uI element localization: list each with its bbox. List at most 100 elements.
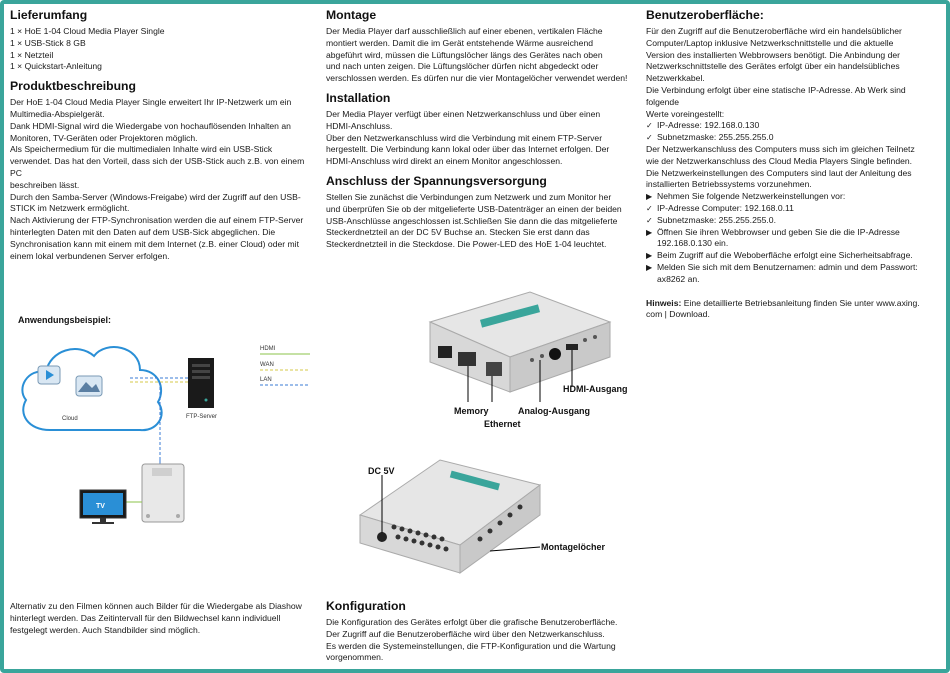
list-item: 1 × Netzteil (10, 49, 54, 60)
text-line: montiert werden. Damit die im Gerät ents… (326, 37, 594, 48)
list-item: ▶Öffnen Sie ihren Webbrowser und geben S… (646, 226, 900, 237)
steps-list: ▶Nehmen Sie folgende Netzwerkeinstellung… (646, 191, 936, 285)
section-produktbeschreibung: Produktbeschreibung Der HoE 1-04 Cloud M… (10, 79, 315, 262)
list-item: ▶Nehmen Sie folgende Netzwerkeinstellung… (646, 191, 846, 202)
text-line: Werte voreingestellt: (646, 108, 725, 119)
heading-konfiguration: Konfiguration (326, 599, 406, 613)
text-line: Die Netzwerkeinstellungen des Computers … (646, 167, 912, 178)
list-item: ✓Subnetzmaske: 255.255.255.0. (646, 214, 776, 225)
text-line: vorgenommen. (326, 652, 384, 663)
text-line: installierten Betriebssystems vorzunehme… (646, 179, 812, 190)
text-line: und nach unten zeigen. Die Lüftungslöche… (326, 61, 599, 72)
hint-body: Eine detaillierte Betriebsanleitung find… (681, 297, 920, 308)
text-line: Die Konfiguration des Gerätes erfolgt üb… (326, 617, 618, 627)
label-dc-5v: DC 5V (368, 466, 395, 476)
text-line: Alternativ zu den Filmen können auch Bil… (10, 601, 302, 611)
check-icon: ✓ (646, 133, 653, 143)
column-middle: Montage Der Media Player darf ausschließ… (326, 8, 636, 257)
text-line: hergestellt. Die Verbindung kann lokal o… (326, 144, 610, 155)
text-line: Nach Aktivierung der FTP-Synchronisation… (10, 215, 304, 226)
cloud-label: Cloud (62, 416, 78, 422)
text-line: Monitoren, TV-Geräten oder Projektoren m… (10, 132, 198, 143)
list-item: ✓Subnetzmaske: 255.255.255.0 (646, 132, 774, 143)
text-line: verwendet. Das hat den Vorteil, dass sic… (10, 156, 305, 178)
column-left: Lieferumfang 1 × HoE 1-04 Cloud Media Pl… (10, 8, 315, 268)
device-front-image (428, 291, 612, 402)
anwendung-diagram: Cloud FTP-Server HDMI WAN LAN TV (21, 346, 310, 524)
text-line: beschreiben lässt. (10, 179, 80, 190)
cloud-icon (21, 346, 163, 432)
text-line: USB-Anschlüsse angeschlossen ist.Schließ… (326, 215, 618, 226)
triangle-right-icon: ▶ (646, 192, 653, 202)
hint-label: Hinweis: (646, 297, 682, 308)
text-line: Der Media Player verfügt über einen Netz… (326, 108, 601, 119)
hint-text: Hinweis: Eine detaillierte Betriebsanlei… (646, 298, 936, 310)
section-montage: Montage Der Media Player darf ausschließ… (326, 8, 636, 85)
text-line: Computer/Laptop inklusive Netzwerkschnit… (646, 37, 894, 48)
text-line: HDMI-Anschluss wird direkt an einem Moni… (326, 156, 563, 167)
text-line: Es werden die Systemeinstellungen, die F… (326, 640, 616, 651)
tv-label: TV (96, 503, 105, 510)
text-line: hinterlegten Daten mit den Daten auf dem… (10, 226, 276, 237)
list-item: ▶Beim Zugriff auf die Weboberfläche erfo… (646, 250, 913, 261)
text-line: Multimedia-Abspielgerät. (10, 108, 105, 119)
triangle-right-icon: ▶ (646, 251, 653, 261)
media-player-icon (141, 463, 185, 523)
list-item: 1 × HoE 1-04 Cloud Media Player Single (10, 26, 165, 36)
text-line: hinterlegt werden. Das Zeitintervall für… (10, 612, 281, 623)
heading-anwendungsbeispiel: Anwendungsbeispiel: (18, 315, 112, 325)
text-line: Über den Netzwerkanschluss wird die Verb… (326, 132, 603, 143)
triangle-right-icon: ▶ (646, 262, 653, 272)
list-item: 192.168.0.130 ein. (657, 238, 729, 249)
text-line: Der Zugriff auf die Benutzeroberfläche w… (326, 628, 605, 639)
section-lieferumfang: Lieferumfang 1 × HoE 1-04 Cloud Media Pl… (10, 8, 315, 73)
list-item: ▶Melden Sie sich mit dem Benutzernamen: … (646, 261, 918, 272)
text-line: abgeführt wird, müssen die Lüftungslöche… (326, 49, 603, 60)
text-line: Der HoE 1-04 Cloud Media Player Single e… (10, 97, 292, 108)
text-line: Stellen Sie zunächst die Verbindungen zu… (326, 191, 612, 202)
heading-installation: Installation (326, 90, 391, 105)
heading-produktbeschreibung: Produktbeschreibung (10, 79, 136, 94)
heading-lieferumfang: Lieferumfang (10, 8, 88, 22)
text-line: wie der Netzwerkanschluss des Cloud Medi… (646, 155, 913, 166)
text-line: Durch den Samba-Server (Windows-Freigabe… (10, 191, 301, 202)
heading-spannungsversorgung: Anschluss der Spannungsversorgung (326, 173, 547, 188)
list-item: ✓IP-Adresse Computer: 192.168.0.11 (646, 202, 794, 213)
label-analog-ausgang: Analog-Ausgang (518, 406, 590, 416)
list-item: ax8262 an. (657, 273, 700, 284)
section-konfiguration: Konfiguration Die Konfiguration des Gerä… (326, 599, 636, 664)
text-line: Als Speichermedium für die multimedialen… (10, 144, 273, 155)
label-montageloecher: Montagelöcher (541, 542, 606, 552)
hint-text-cont: com | Download. (646, 309, 710, 320)
label-hdmi-ausgang: HDMI-Ausgang (563, 384, 628, 394)
legend: HDMI WAN LAN (260, 346, 310, 386)
text-line: Die Verbindung erfolgt über eine statisc… (646, 84, 906, 107)
heading-montage: Montage (326, 8, 377, 22)
text-line: einem lokal verbundenen Server erfolgen. (10, 250, 170, 261)
text-line: STICK im Netzwerk ermöglicht. (10, 203, 130, 214)
device-back-image (358, 459, 542, 574)
server-icon (188, 358, 214, 408)
text-line: und überprüfen Sie ob der mitgelieferte … (326, 203, 622, 214)
tv-icon (79, 489, 127, 524)
text-line: Für den Zugriff auf die Benutzeroberfläc… (646, 26, 902, 36)
text-line: Der Media Player darf ausschließlich auf… (326, 26, 603, 36)
text-line: Steckerdnetzteil an der DC 5V Buchse an.… (326, 227, 590, 238)
text-line: HDMI-Anschluss. (326, 120, 393, 131)
text-line: Der Netzwerkanschluss des Computers muss… (646, 143, 915, 154)
text-line: Steckerdnetzteil in die Steckdose. Die P… (326, 239, 607, 250)
legend-wan: WAN (260, 362, 274, 368)
text-line: Netzwerkkabel. (646, 73, 705, 84)
check-icon: ✓ (646, 121, 653, 131)
legend-hdmi: HDMI (260, 346, 276, 352)
list-item: 1 × Quickstart-Anleitung (10, 61, 102, 72)
section-diashow: Alternativ zu den Filmen können auch Bil… (10, 601, 320, 636)
legend-lan: LAN (260, 377, 272, 383)
text-line: Version des installierten Webbrowsers be… (646, 49, 900, 60)
section-installation: Installation Der Media Player verfügt üb… (326, 91, 636, 168)
list-item: ✓IP-Adresse: 192.168.0.130 (646, 120, 760, 131)
text-line: verschlossen werden. Es dürfen nur die v… (326, 73, 628, 84)
text-line: festgelegt werden. Auch Standbilder sind… (10, 624, 201, 635)
text-line: Netzwerkschnittstelle des Gerätes erfolg… (646, 61, 900, 72)
